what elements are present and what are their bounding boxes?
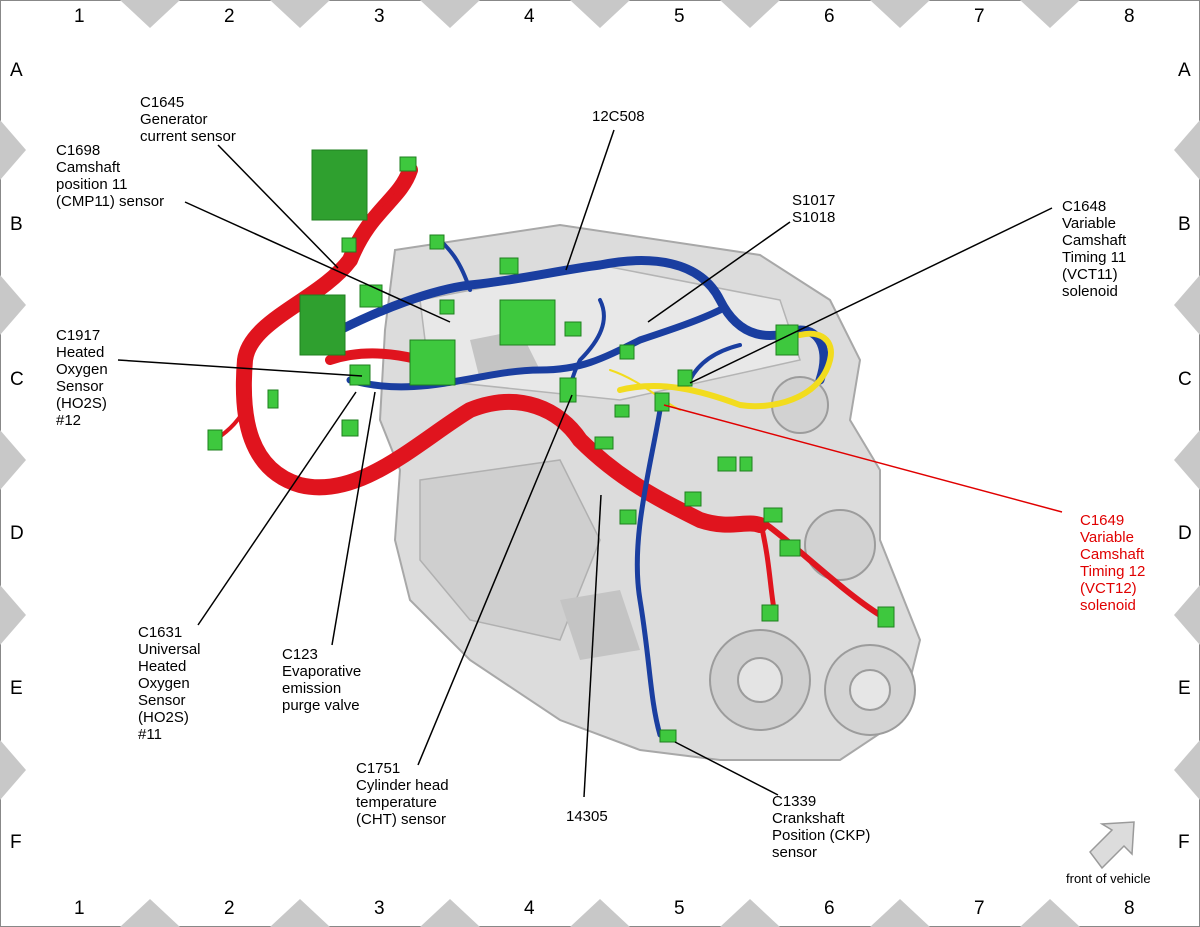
front-arrow-icon <box>1089 821 1135 870</box>
grid-col-8-bottom: 8 <box>1124 898 1135 919</box>
grid-col-8: 8 <box>1124 6 1135 27</box>
grid-col-1: 1 <box>74 6 85 27</box>
grid-row-e: E <box>10 678 23 699</box>
leader-lines <box>117 129 1053 798</box>
grid-col-3: 3 <box>374 6 385 27</box>
grid-col-5-bottom: 5 <box>674 898 685 919</box>
grid-col-2-bottom: 2 <box>224 898 235 919</box>
grid-row-f-right: F <box>1178 832 1190 853</box>
grid-col-6: 6 <box>824 6 835 27</box>
grid-row-f: F <box>10 832 22 853</box>
callout-c123: C123 Evaporative emission purge valve <box>282 646 362 714</box>
callout-c1645: C1645 Generator current sensor <box>140 94 236 145</box>
harness-yellow <box>609 330 834 411</box>
front-of-vehicle-label: front of vehicle <box>1066 871 1151 886</box>
callout-c1631: C1631 Universal Heated Oxygen Sensor (HO… <box>138 624 201 743</box>
callout-c1339: C1339 Crankshaft Position (CKP) sensor <box>772 793 871 861</box>
grid-col-4-bottom: 4 <box>524 898 535 919</box>
callout-c1649: C1649 Variable Camshaft Timing 12 (VCT12… <box>1080 512 1146 614</box>
grid-row-a: A <box>10 60 23 81</box>
grid-row-a-right: A <box>1178 60 1191 81</box>
grid-col-7-bottom: 7 <box>974 898 985 919</box>
grid-row-b-right: B <box>1178 214 1191 235</box>
grid-row-d: D <box>10 523 24 544</box>
grid-row-d-right: D <box>1178 523 1192 544</box>
callout-s1017-s1018: S1017 S1018 <box>792 192 836 226</box>
grid-col-5: 5 <box>674 6 685 27</box>
grid-row-b: B <box>10 214 23 235</box>
grid-row-c: C <box>10 369 24 390</box>
leader-line-c1649 <box>663 404 1063 513</box>
callout-c1917: C1917 Heated Oxygen Sensor (HO2S) #12 <box>56 327 108 429</box>
grid-col-4: 4 <box>524 6 535 27</box>
callout-c1698: C1698 Camshaft position 11 (CMP11) senso… <box>56 142 165 210</box>
callout-14305: 14305 <box>566 808 608 825</box>
callout-c1648: C1648 Variable Camshaft Timing 11 (VCT11… <box>1062 198 1127 300</box>
grid-col-2: 2 <box>224 6 235 27</box>
grid-col-1-bottom: 1 <box>74 898 85 919</box>
grid-col-3-bottom: 3 <box>374 898 385 919</box>
grid-row-c-right: C <box>1178 369 1192 390</box>
connectors <box>207 149 895 743</box>
grid-row-e-right: E <box>1178 678 1191 699</box>
grid-col-7: 7 <box>974 6 985 27</box>
callout-12c508: 12C508 <box>592 108 645 125</box>
callout-c1751: C1751 Cylinder head temperature (CHT) se… <box>356 760 449 828</box>
grid-col-6-bottom: 6 <box>824 898 835 919</box>
